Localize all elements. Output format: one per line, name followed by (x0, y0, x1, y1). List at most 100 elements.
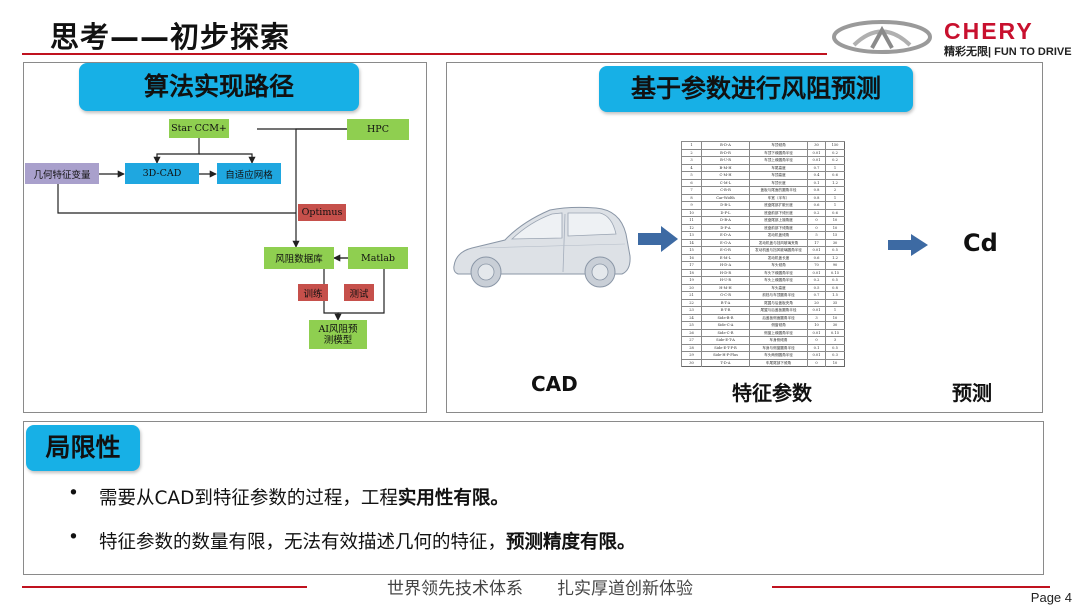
parameter-cell: Side-B-R (701, 313, 750, 322)
parameter-cell: 70 (807, 261, 826, 269)
parameter-cell: 90 (825, 261, 845, 269)
parameter-cell: 0.8 (807, 186, 826, 194)
parameter-cell: 3 (825, 336, 845, 344)
chery-emblem-icon (832, 20, 932, 54)
parameter-cell: 0.2 (807, 276, 826, 284)
parameter-cell: 0.4 (807, 171, 826, 179)
parameter-cell: H-U-R (701, 276, 750, 284)
parameter-cell: 30 (825, 321, 845, 329)
footer-rule-left (22, 586, 307, 588)
parameter-cell: 30 (681, 358, 702, 367)
parameter-cell: D-B-A (701, 216, 750, 224)
parameter-cell: B-U-R (701, 156, 750, 164)
parameter-cell: 盖板与尾面的圆角半径 (749, 186, 808, 194)
parameter-cell: 侧窗倾角 (749, 321, 808, 329)
limitations-panel: 局限性 • 需要从CAD到特征参数的过程，工程实用性有限。 • 特征参数的数量有… (23, 421, 1044, 575)
bullet-dot: • (68, 483, 79, 504)
parameter-cell: C-M-H (701, 171, 750, 179)
parameter-cell: 0.15 (825, 328, 845, 337)
parameter-cell: 发动机盖长度 (749, 253, 808, 262)
parameter-cell: 尾翼与后盖板夹角 (749, 298, 808, 307)
parameter-cell: D-F-L (701, 208, 750, 217)
parameter-cell: Car-Width (701, 193, 750, 202)
parameter-cell: G-C-R (701, 291, 750, 299)
parameter-cell: 35 (825, 298, 845, 307)
parameter-cell: 侧窗上缘圆角半径 (749, 328, 808, 337)
parameter-cell: 前档与车顶圆角半径 (749, 291, 808, 299)
parameter-cell: 10 (825, 358, 845, 367)
node-optimus: Optimus (298, 204, 346, 221)
parameter-cell: 0 (807, 336, 826, 344)
node-3d-cad: 3D-CAD (125, 163, 199, 184)
parameter-cell: 0.6 (807, 253, 826, 262)
parameter-cell: 2 (825, 186, 845, 194)
arrow-right-icon (638, 226, 678, 252)
parameter-cell: E-G-R (701, 246, 750, 254)
parameter-cell: 28 (681, 343, 702, 352)
parameter-cell: 6 (681, 178, 702, 187)
parameter-cell: 8 (681, 193, 702, 202)
parameter-cell: E-D-A (701, 231, 750, 239)
parameter-cell: 0.5 (825, 276, 845, 284)
parameter-cell: 0.2 (825, 156, 845, 164)
parameter-cell: 0.01 (807, 306, 826, 314)
parameter-cell: C-M-L (701, 178, 750, 187)
parameter-cell: H-M-H (701, 283, 750, 292)
parameter-cell: 车宽（半车） (749, 193, 808, 202)
parameter-cell: R-T-R (701, 306, 750, 314)
parameter-cell: 15 (681, 246, 702, 254)
node-geometry-variables: 几何特征变量 (25, 163, 99, 184)
parameter-cell: 车身与侧窗圆角半径 (749, 343, 808, 352)
parameter-cell: 0.1 (807, 343, 826, 352)
parameter-cell: 车顶下缘圆角半径 (749, 148, 808, 157)
parameter-cell: 30 (825, 238, 845, 247)
parameter-cell: H-D-R (701, 268, 750, 277)
parameter-cell: 底盘尾部上翘角度 (749, 216, 808, 224)
parameter-cell: 16 (681, 253, 702, 262)
parameter-cell: 车顶长度 (749, 178, 808, 187)
parameter-cell: 1 (825, 306, 845, 314)
title-underline (22, 53, 827, 55)
parameter-cell: 18 (681, 268, 702, 277)
parameter-cell: 1 (825, 201, 845, 209)
parameter-cell: 0.5 (825, 246, 845, 254)
parameter-cell: 10 (681, 208, 702, 217)
parameter-cell: 0.6 (807, 201, 826, 209)
parameter-cell: 车顶高度 (749, 171, 808, 179)
parameter-cell: 车尾尾部下倾角 (749, 358, 808, 367)
parameter-cell: 0.6 (825, 171, 845, 179)
parameter-cell: 17 (681, 261, 702, 269)
parameter-cell: 0.5 (825, 343, 845, 352)
parameter-cell: 0.5 (807, 283, 826, 292)
parameter-cell: 9 (681, 201, 702, 209)
parameter-cell: 0.2 (825, 148, 845, 157)
parameter-cell: 车顶上缘圆角半径 (749, 156, 808, 164)
parameter-cell: 0.3 (825, 351, 845, 359)
parameter-cell: 4 (681, 163, 702, 172)
parameter-cell: C-B-R (701, 186, 750, 194)
parameter-cell: 10 (825, 216, 845, 224)
parameter-cell: 27 (681, 336, 702, 344)
flow-connectors (57, 128, 385, 321)
parameter-cell: 底盘前部下倾角度 (749, 223, 808, 232)
parameter-cell: 车头下缘圆角半径 (749, 268, 808, 277)
parameter-cell: Side-E-T-A (701, 336, 750, 344)
parameter-cell: 底盘前部下倾长度 (749, 208, 808, 217)
parameter-cell: 1 (681, 141, 702, 149)
parameter-cell: 7 (681, 186, 702, 194)
parameter-cell: 23 (681, 306, 702, 314)
parameter-cell: 17 (807, 238, 826, 247)
